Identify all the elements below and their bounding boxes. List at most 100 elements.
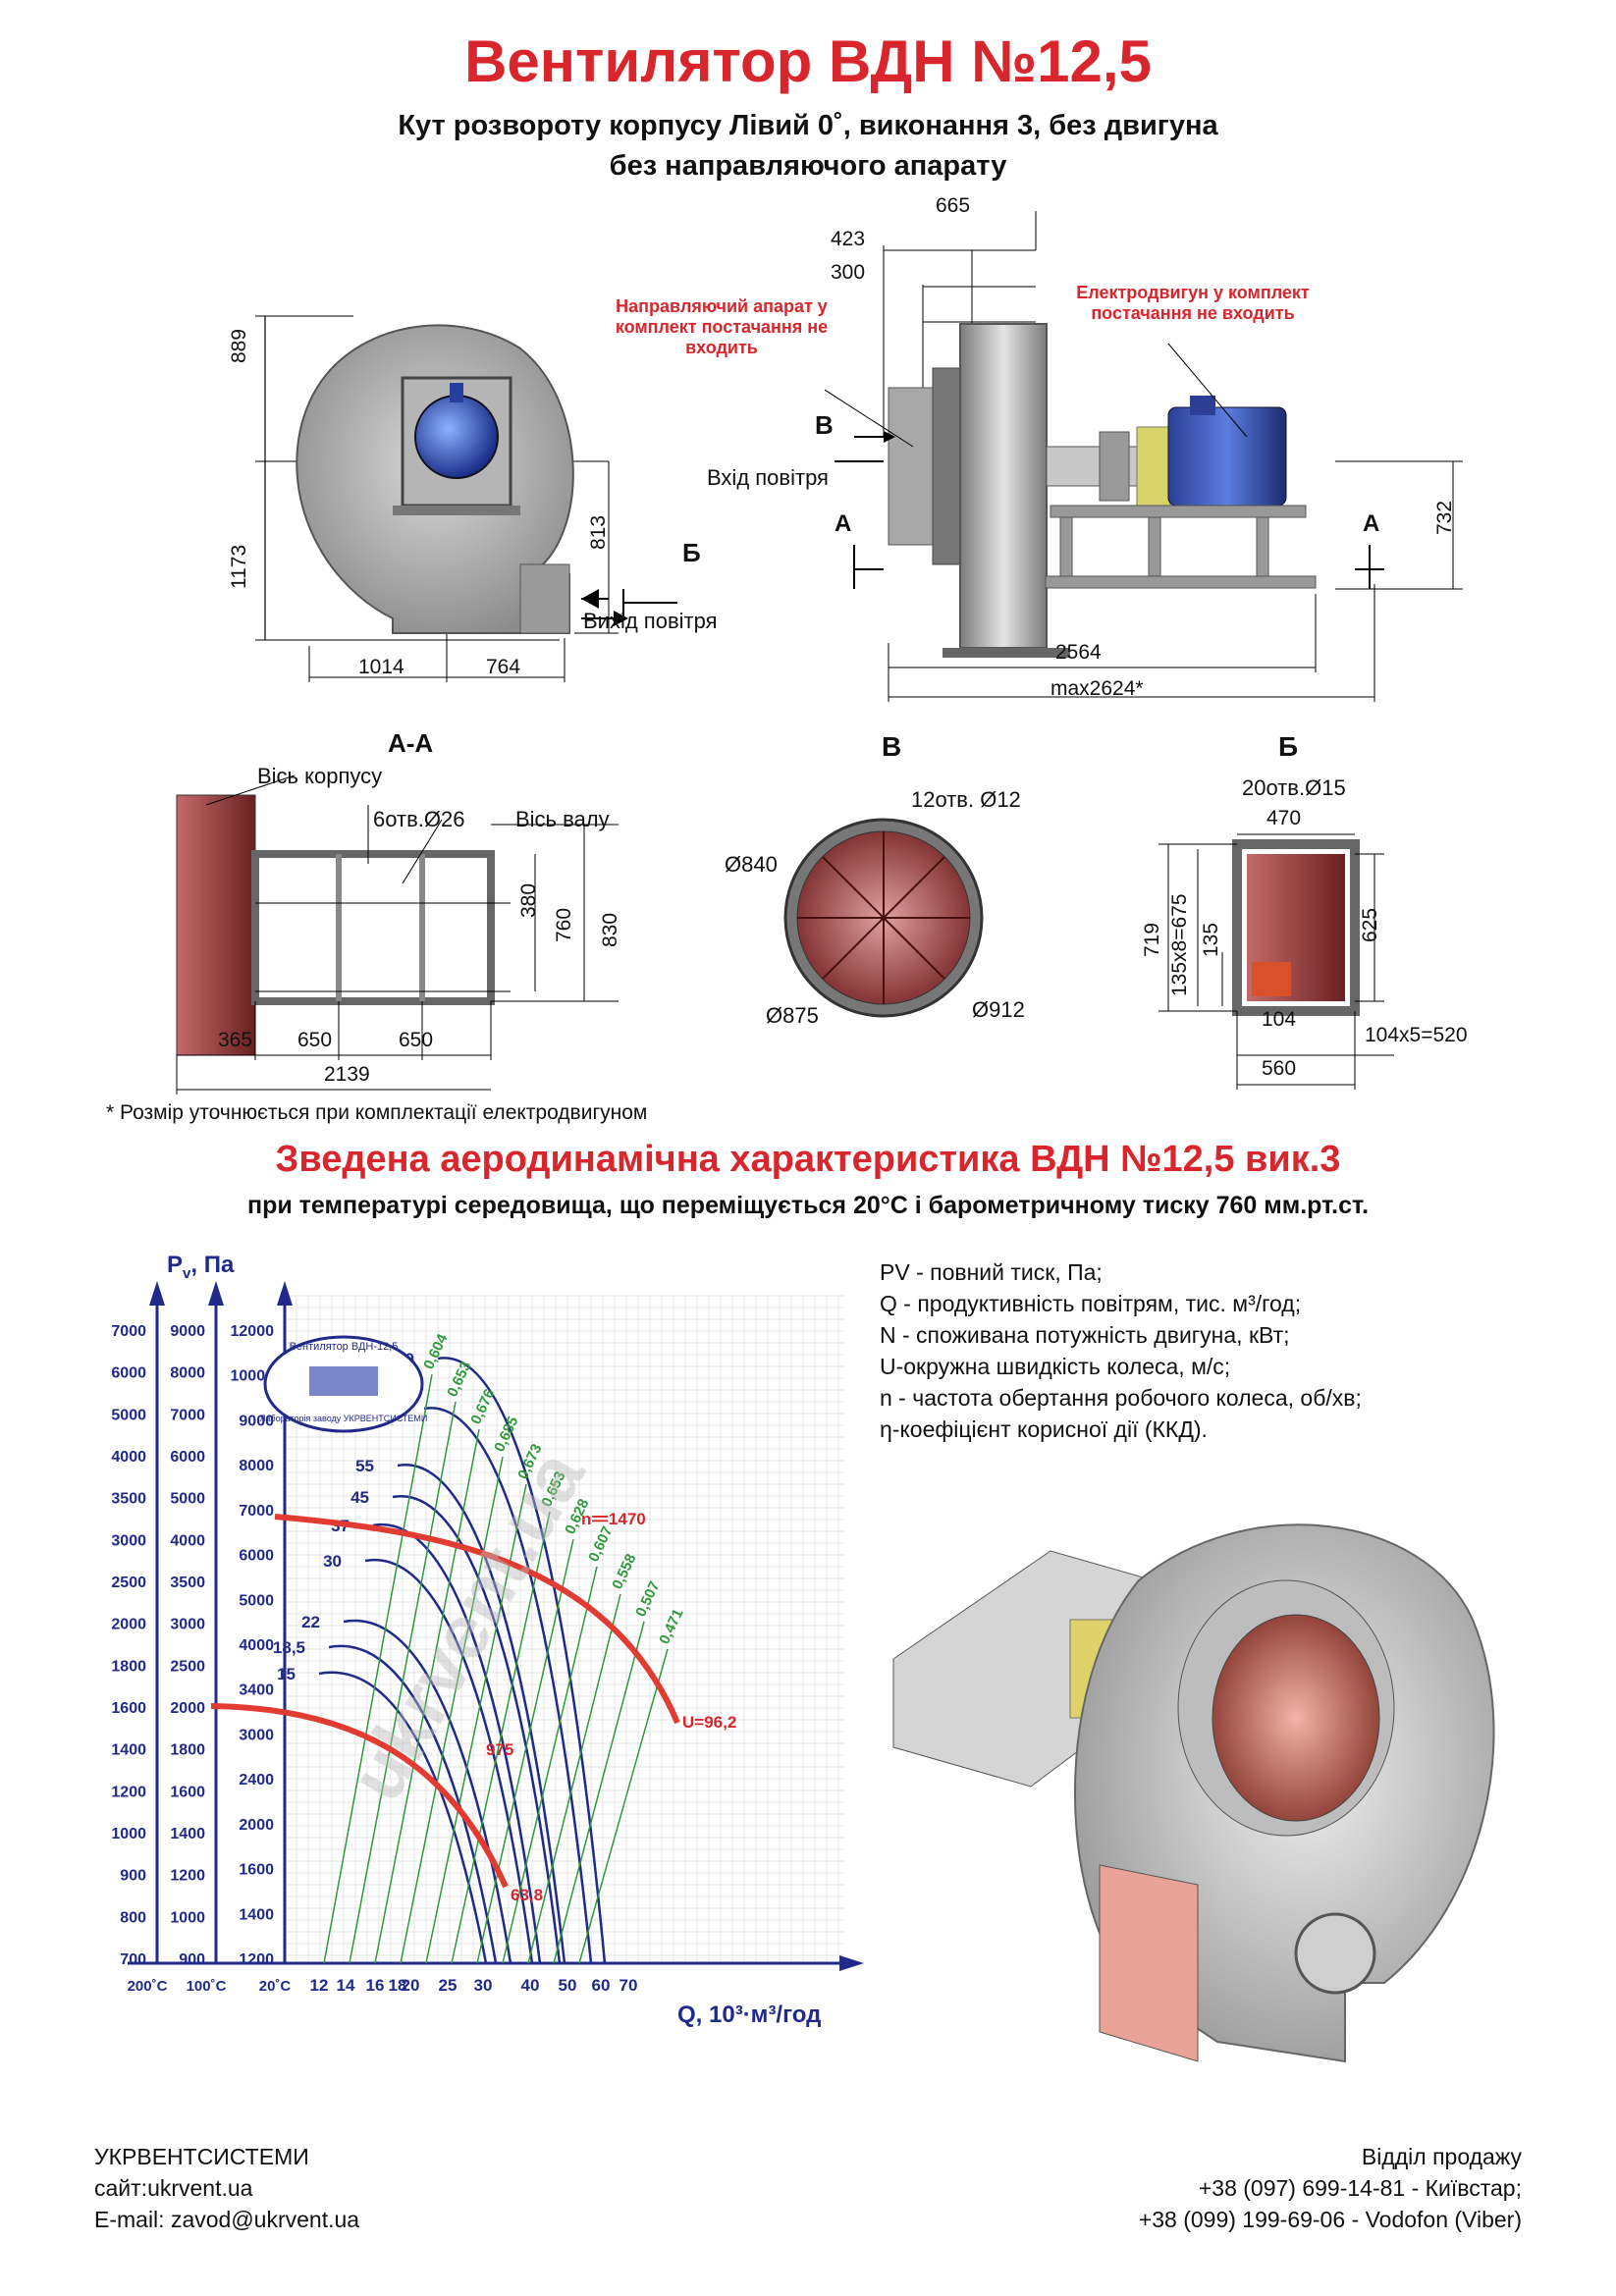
n-power-label: 55 (355, 1457, 374, 1475)
x-tick-label: 18 (389, 1976, 407, 1995)
dim-889: 889 (228, 328, 250, 363)
y-tick-label: 3500 (170, 1575, 205, 1591)
efficiency-line (578, 1648, 669, 1964)
dim-380: 380 (517, 882, 540, 918)
dim-300: 300 (831, 261, 866, 284)
efficiency-line (400, 1456, 504, 1964)
x-tick-label: 50 (559, 1976, 577, 1995)
y-tick-label: 2500 (111, 1575, 146, 1591)
dim-470: 470 (1266, 807, 1302, 829)
y-tick-label: 1000 (111, 1826, 146, 1842)
dim-764: 764 (486, 656, 521, 678)
label-air-in: Вхід повітря (707, 465, 829, 490)
y-tick-label: 9000 (170, 1323, 205, 1340)
efficiency-label: 0,607 (585, 1523, 616, 1564)
n-power-curve (364, 1558, 534, 1964)
label-axis-housing: Вісь корпусу (257, 764, 383, 788)
label-d875: Ø875 (766, 1003, 819, 1028)
y-tick-label: 1800 (170, 1742, 205, 1759)
side-view-drawing (825, 211, 1463, 702)
subtitle-line-2: без направляючого апарату (609, 150, 1007, 182)
efficiency-line (553, 1621, 645, 1964)
y-tick-label: 3000 (111, 1532, 146, 1549)
y-tick-label: 1400 (239, 1906, 274, 1923)
y-tick-label: 4000 (239, 1637, 274, 1654)
y-tick-label: 3000 (239, 1727, 274, 1743)
dim-135: 135 (1200, 922, 1222, 957)
efficiency-line (476, 1538, 574, 1964)
rpm-curve (210, 1703, 509, 1889)
y-axis-name: 100˚C (187, 1978, 227, 1995)
legend-rpm: n - частота обертання робочого колеса, о… (880, 1385, 1362, 1411)
label-holes-26: 6отв.Ø26 (373, 807, 465, 831)
n-power-label: 30 (323, 1552, 342, 1571)
footer-site[interactable]: сайт:ukrvent.ua (94, 2175, 253, 2201)
y-tick-label: 6000 (239, 1548, 274, 1565)
dim-665: 665 (936, 194, 971, 217)
rpm-curve (274, 1514, 680, 1725)
y-tick-label: 5000 (170, 1491, 205, 1508)
n-power-label: 15 (277, 1665, 296, 1683)
n-power-label: 45 (350, 1488, 369, 1507)
y-tick-label: 900 (179, 1951, 205, 1968)
y-tick-label: 1600 (111, 1700, 146, 1717)
efficiency-label: 0,471 (656, 1606, 686, 1646)
y-tick-label: 3500 (111, 1491, 146, 1508)
dim-135x8: 135х8=675 (1168, 893, 1191, 996)
chart-title: Зведена аеродинамічна характеристика ВДН… (275, 1139, 1341, 1180)
dim-719: 719 (1141, 922, 1163, 957)
legend-q: Q - продуктивність повітрям, тис. м³/год… (880, 1291, 1302, 1316)
y-tick-label: 6000 (111, 1365, 146, 1382)
page-title: Вентилятор ВДН №12,5 (464, 28, 1152, 94)
y-axis-100c-arrow (208, 1281, 224, 1306)
lab-stamp: Вентилятор ВДН-12,5 Лабораторія заводу У… (260, 1335, 427, 1433)
dim-650-b: 650 (399, 1029, 434, 1051)
dim-813: 813 (587, 514, 610, 550)
rpm-curve-end-label: 63,8 (511, 1886, 543, 1904)
efficiency-line (451, 1511, 551, 1964)
y-tick-label: 6000 (170, 1449, 205, 1466)
y-tick-label: 900 (120, 1868, 146, 1885)
y-tick-label: 700 (120, 1951, 146, 1968)
efficiency-label: 0,558 (609, 1551, 639, 1591)
y-tick-label: 2000 (111, 1617, 146, 1633)
legend-u: U-окружна швидкість колеса, м/с; (880, 1354, 1231, 1379)
annot-n-label: n= (581, 1510, 601, 1528)
legend-pv: PV - повний тиск, Па; (880, 1259, 1103, 1285)
aero-chart: Pv, Па Q, 10³·м³/год 7000600050004000350… (111, 1252, 864, 2028)
chart-subtitle: при температурі середовища, що переміщує… (246, 1192, 1370, 1219)
efficiency-line (374, 1428, 480, 1964)
dim-104: 104 (1262, 1008, 1297, 1031)
y-tick-label: 1600 (239, 1862, 274, 1879)
x-axis-arrow (839, 1955, 864, 1971)
footer-phone-1[interactable]: +38 (097) 699-14-81 - Київстар; (1198, 2175, 1522, 2201)
y-tick-label: 1400 (170, 1826, 205, 1842)
y-tick-label: 7000 (239, 1503, 274, 1520)
footer-email[interactable]: E-mail: zavod@ukrvent.ua (94, 2207, 360, 2232)
front-view-drawing (255, 315, 677, 682)
legend-n: N - споживана потужність двигуна, кВт; (880, 1322, 1290, 1348)
legend: PV - повний тиск, Па; Q - продуктивність… (880, 1256, 1362, 1445)
y-tick-label: 4000 (170, 1532, 205, 1549)
note-guide-apparatus: Направляючий апарат у комплект постачанн… (615, 296, 829, 357)
footnote: * Розмір уточнюється при комплектації ел… (106, 1101, 648, 1124)
dim-365: 365 (218, 1029, 253, 1051)
x-tick-label: 30 (474, 1976, 493, 1995)
label-b: В (815, 410, 834, 440)
y-tick-label: 7000 (111, 1323, 146, 1340)
y-axis-label: Pv, Па (167, 1252, 235, 1282)
dim-1173: 1173 (228, 544, 250, 589)
x-tick-label: 60 (592, 1976, 611, 1995)
y-tick-label: 1800 (111, 1658, 146, 1675)
efficiency-label: 0,653 (444, 1359, 474, 1399)
efficiency-line (349, 1401, 457, 1964)
annot-n-975: 975 (486, 1740, 513, 1759)
footer-phone-2[interactable]: +38 (099) 199-69-06 - Vodofon (Viber) (1138, 2207, 1522, 2232)
dim-625: 625 (1359, 907, 1381, 942)
label-holes-12: 12отв. Ø12 (911, 787, 1021, 812)
x-tick-label: 20 (402, 1976, 420, 1995)
x-tick-label: 14 (337, 1976, 355, 1995)
y-tick-label: 12000 (231, 1323, 275, 1340)
dim-560: 560 (1262, 1057, 1297, 1080)
x-tick-label: 12 (310, 1976, 329, 1995)
